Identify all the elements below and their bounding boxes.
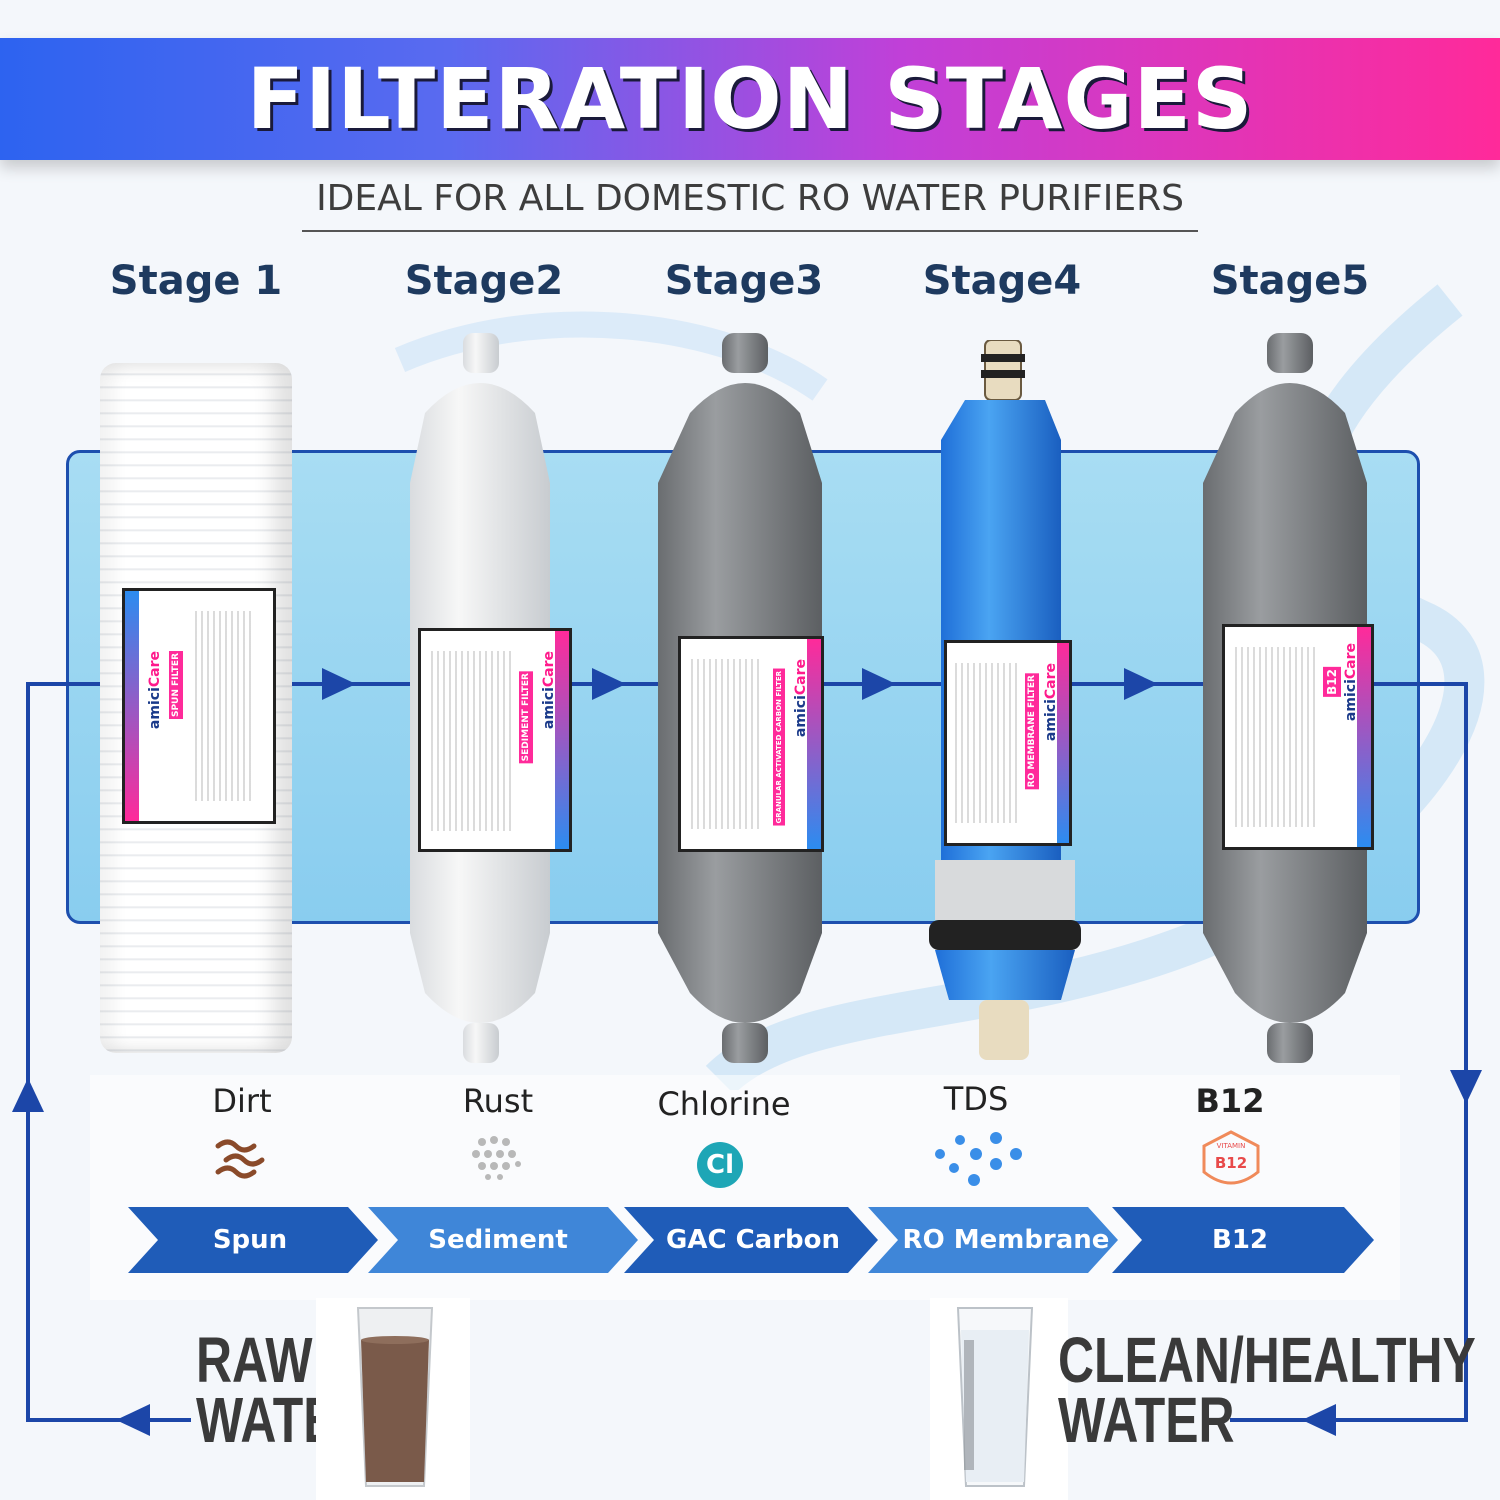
carbon-filter-label: amiciCare GRANULAR ACTIVATED CARBON FILT…	[678, 636, 824, 852]
spun-brand: amiciCare	[147, 651, 163, 730]
stage-3-label: Stage3	[664, 258, 824, 304]
contaminant-tds: TDS	[943, 1080, 1009, 1118]
stage-2-label: Stage2	[404, 258, 564, 304]
b12-filter-label: amiciCare B12	[1222, 624, 1374, 850]
flow-arrow-left-bottom	[116, 1404, 150, 1436]
stage-chevron-bar	[128, 1207, 1374, 1273]
flow-line-right	[1464, 682, 1468, 1422]
raw-water-glass	[356, 1307, 434, 1487]
flow-arrow-1	[322, 668, 356, 700]
clean-water-glass	[956, 1307, 1034, 1487]
carbon-tag: GRANULAR ACTIVATED CARBON FILTER	[773, 669, 785, 826]
stage-5-label: Stage5	[1210, 258, 1370, 304]
rust-particles-icon	[472, 1136, 521, 1180]
carbon-brand: amiciCare	[793, 659, 809, 738]
chevron-gac-carbon: GAC Carbon	[665, 1225, 841, 1255]
chevron-b12: B12	[1212, 1225, 1268, 1255]
flow-arrow-up	[12, 1078, 44, 1112]
dirt-icon	[215, 1139, 265, 1179]
sediment-brand: amiciCare	[541, 651, 557, 730]
flow-arrow-2	[592, 668, 626, 700]
stage-4-label: Stage4	[922, 258, 1082, 304]
subtitle-underline	[302, 230, 1198, 232]
ro-brand: amiciCare	[1043, 663, 1059, 742]
clean-water-text: CLEAN/HEALTHY WATER	[1058, 1324, 1476, 1456]
stage-1-label: Stage 1	[109, 258, 283, 304]
chevron-spun: Spun	[212, 1225, 288, 1255]
ro-tag: RO MEMBRANE FILTER	[1025, 673, 1039, 790]
chlorine-cl-icon: Cl	[697, 1142, 743, 1188]
contaminant-dirt: Dirt	[212, 1082, 272, 1120]
ro-membrane-label: amiciCare RO MEMBRANE FILTER	[944, 640, 1072, 846]
vitamin-b12-icon: VITAMIN B12	[1198, 1128, 1264, 1194]
tds-dots-icon	[935, 1132, 1022, 1186]
b12-tag: B12	[1323, 667, 1341, 697]
page-title: FILTERATION STAGES	[246, 50, 1254, 148]
flow-arrow-left-bottom-right	[1302, 1404, 1336, 1436]
flow-line-bottom-left	[26, 1418, 191, 1422]
spun-filter-label: amiciCare SPUN FILTER	[122, 588, 276, 824]
flow-arrow-down	[1450, 1070, 1482, 1104]
flow-arrow-4	[1124, 668, 1158, 700]
chevron-ro-membrane: RO Membrane	[902, 1225, 1110, 1255]
contaminant-rust: Rust	[462, 1082, 534, 1120]
chevron-sediment: Sediment	[428, 1225, 568, 1255]
subtitle: IDEAL FOR ALL DOMESTIC RO WATER PURIFIER…	[316, 178, 1184, 219]
sediment-filter-label: amiciCare SEDIMENT FILTER	[418, 628, 572, 852]
flow-line-bottom-right	[1230, 1418, 1468, 1422]
spun-tag: SPUN FILTER	[169, 651, 183, 720]
b12-brand: amiciCare	[1343, 643, 1359, 722]
sediment-tag: SEDIMENT FILTER	[519, 671, 533, 764]
flow-line-left	[26, 682, 30, 1422]
header-banner	[0, 38, 1500, 160]
contaminant-chlorine: Chlorine	[657, 1085, 791, 1123]
contaminant-b12: B12	[1195, 1082, 1265, 1120]
flow-arrow-3	[862, 668, 896, 700]
